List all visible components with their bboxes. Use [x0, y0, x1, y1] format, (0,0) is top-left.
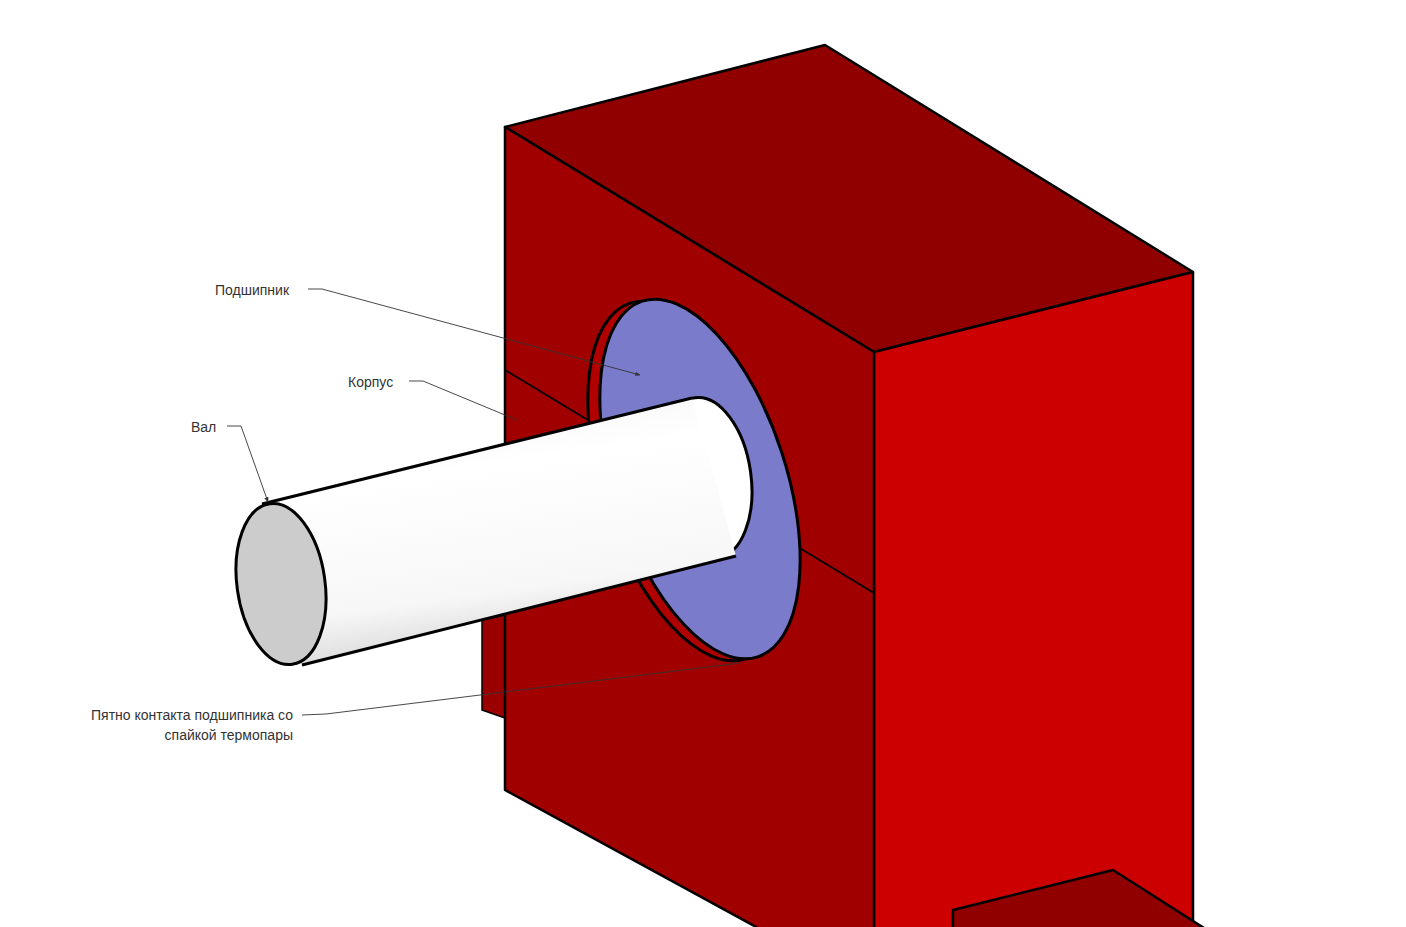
- part-label: Пятно контакта подшипника со спайкой тер…: [78, 705, 293, 745]
- part-label: Корпус: [348, 372, 393, 392]
- leader-lines: [227, 289, 740, 715]
- shaft: [226, 392, 762, 671]
- part-label: Вал: [191, 417, 216, 437]
- part-label: Подшипник: [215, 280, 289, 300]
